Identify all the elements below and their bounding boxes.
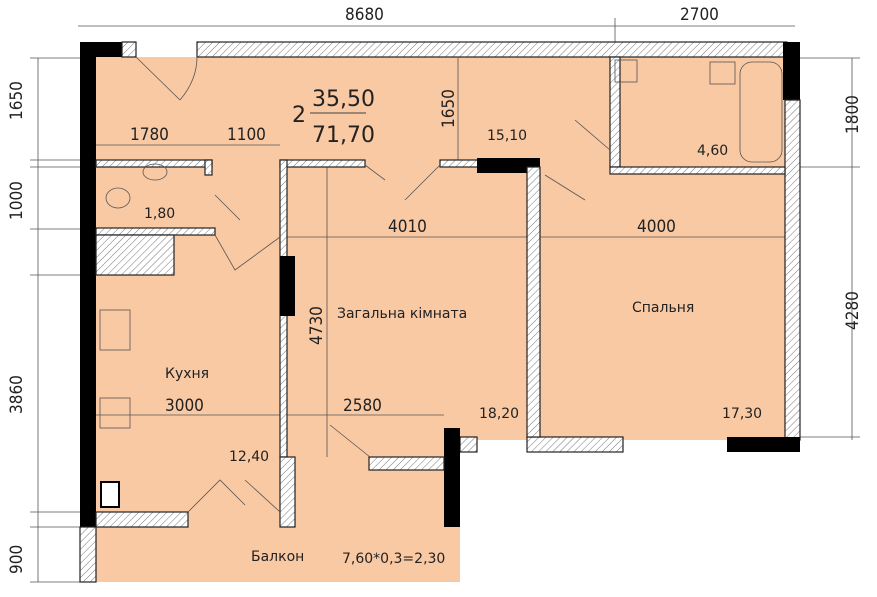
living-room-area: 18,20 [479,406,519,422]
dim-4010: 4010 [388,217,427,237]
toilet-area: 1,80 [144,206,175,222]
dim-right-2: 4280 [843,291,863,330]
kitchen-area: 12,40 [229,449,269,465]
dim-3000: 3000 [165,396,204,416]
dim-1650: 1650 [439,89,459,128]
dim-top-right: 2700 [680,5,719,25]
dim-4000: 4000 [637,217,676,237]
bedroom-name: Спальня [632,300,694,316]
total-area: 71,70 [312,123,375,148]
dim-right-1: 1800 [843,95,863,134]
hall-area: 15,10 [487,128,527,144]
dim-1100: 1100 [227,125,266,145]
dim-top-left: 8680 [345,5,384,25]
rooms-count: 2 [292,103,306,128]
dim-left-3: 3860 [7,375,27,414]
dim-4730: 4730 [307,306,327,345]
living-area: 35,50 [312,87,375,112]
bedroom-area: 17,30 [722,406,762,422]
dim-2580: 2580 [343,396,382,416]
dim-left-2: 1000 [7,181,27,220]
balcony-area: 7,60*0,3=2,30 [342,551,445,567]
dim-left-1: 1650 [7,81,27,120]
dimension-lines [30,18,860,583]
balcony-name: Балкон [251,549,304,565]
living-room-name: Загальна кімната [337,306,467,322]
doors [99,56,783,513]
bathroom-area: 4,60 [697,143,728,159]
kitchen-name: Кухня [165,366,209,382]
walls [79,41,801,583]
dim-left-4: 900 [7,545,27,574]
dim-1780: 1780 [130,125,169,145]
